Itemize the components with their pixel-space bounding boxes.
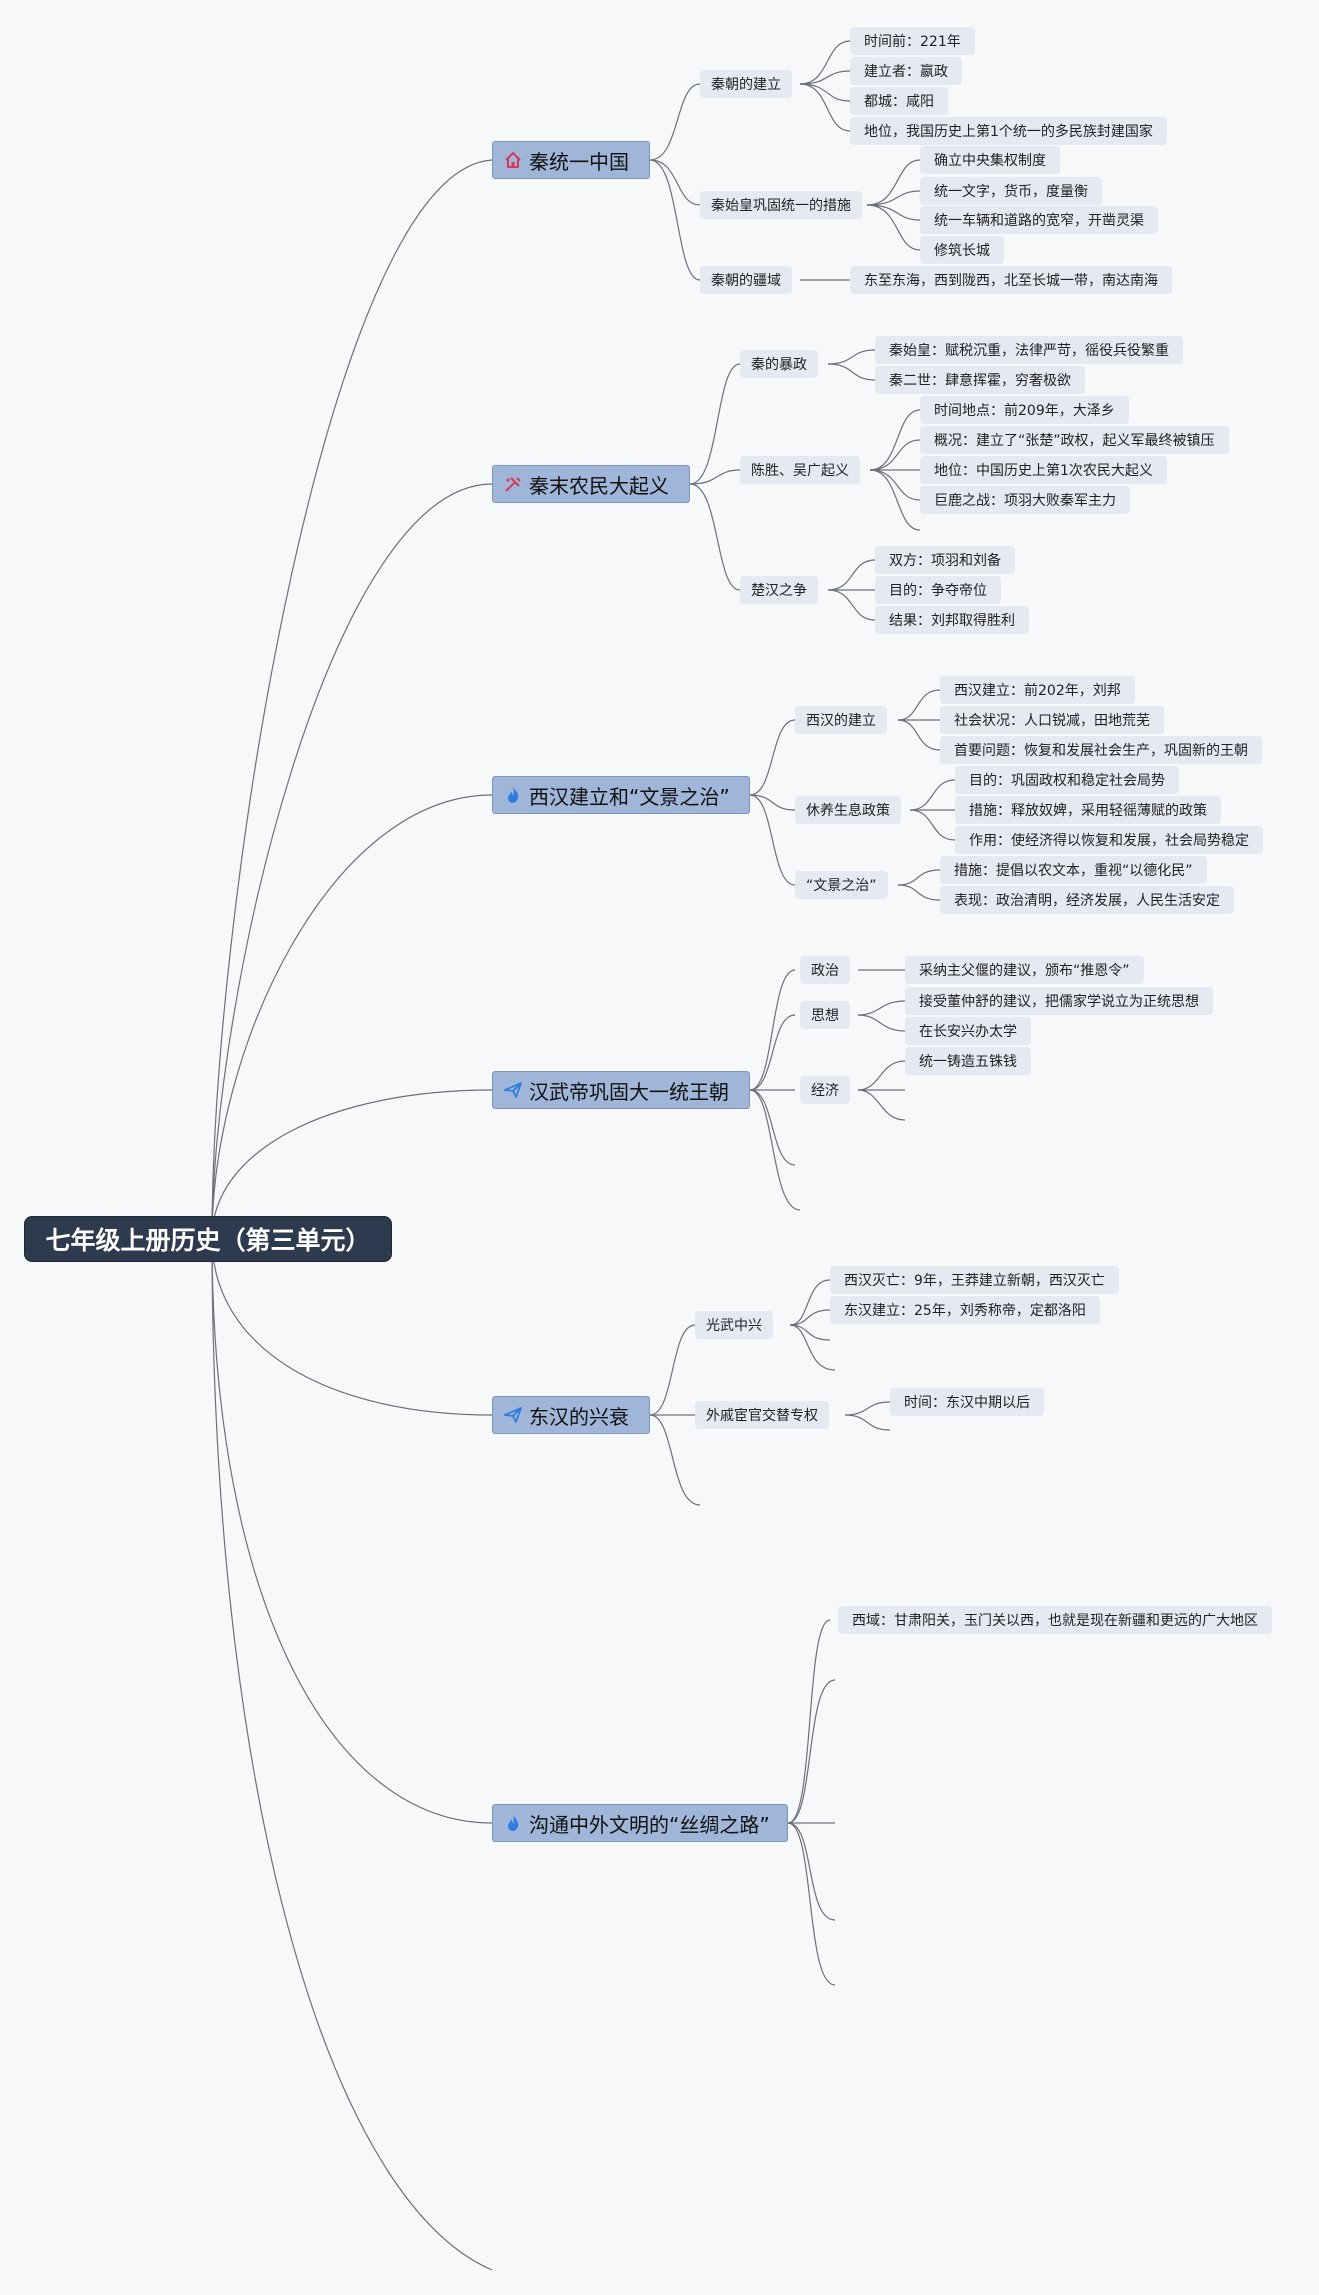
topic-label: 西汉建立和“文景之治”	[529, 784, 730, 809]
leaf-node[interactable]: 西域：甘肃阳关，玉门关以西，也就是现在新疆和更远的广大地区	[838, 1606, 1272, 1634]
leaf-node[interactable]: 作用：使经济得以恢复和发展，社会局势稳定	[955, 826, 1263, 854]
topic-label: 秦末农民大起义	[529, 473, 669, 498]
root-link	[211, 483, 493, 1239]
leaf-node[interactable]: 统一铸造五铢钱	[905, 1047, 1031, 1075]
leaf-node[interactable]: 在长安兴办太学	[905, 1017, 1031, 1045]
root-link	[211, 159, 493, 1239]
subtopic[interactable]: 秦始皇巩固统一的措施	[700, 191, 862, 219]
root-link	[211, 1237, 493, 1416]
leaf-node[interactable]: 时间：东汉中期以后	[890, 1388, 1044, 1416]
leaf-node[interactable]: 统一车辆和道路的宽窄，开凿灵渠	[920, 206, 1158, 234]
leaf-node[interactable]: 西汉建立：前202年，刘邦	[940, 676, 1135, 704]
leaf-node[interactable]: 地位，我国历史上第1个统一的多民族封建国家	[850, 117, 1167, 145]
flame-icon	[503, 1813, 523, 1833]
topic-label: 东汉的兴衰	[529, 1404, 629, 1429]
subtopic[interactable]: 外戚宦官交替专权	[695, 1401, 829, 1429]
subtopic[interactable]: 秦朝的疆域	[700, 266, 792, 294]
topic-western-han[interactable]: 西汉建立和“文景之治”	[492, 776, 750, 814]
leaf-node[interactable]: 东至东海，西到陇西，北至长城一带，南达南海	[850, 266, 1172, 294]
leaf-node[interactable]: 目的：巩固政权和稳定社会局势	[955, 766, 1179, 794]
topic-qin-unification[interactable]: 秦统一中国	[492, 141, 650, 179]
tools-icon	[503, 474, 523, 494]
leaf-node[interactable]: 接受董仲舒的建议，把儒家学说立为正统思想	[905, 987, 1213, 1015]
topic-label: 秦统一中国	[529, 149, 629, 174]
leaf-node[interactable]: 时间前：221年	[850, 27, 975, 55]
paper-plane-icon	[503, 1405, 523, 1425]
root-link	[211, 794, 493, 1239]
leaf-node[interactable]: 首要问题：恢复和发展社会生产，巩固新的王朝	[940, 736, 1262, 764]
subtopic[interactable]: 秦的暴政	[740, 350, 818, 378]
root-link	[211, 1089, 493, 1239]
leaf-node[interactable]: 结果：刘邦取得胜利	[875, 606, 1029, 634]
leaf-node[interactable]: 修筑长城	[920, 236, 1004, 264]
topic-silk-road[interactable]: 沟通中外文明的“丝绸之路”	[492, 1804, 788, 1842]
leaf-node[interactable]: 巨鹿之战：项羽大败秦军主力	[920, 486, 1130, 514]
topic-eastern-han[interactable]: 东汉的兴衰	[492, 1396, 650, 1434]
leaf-node[interactable]: 措施：提倡以农文本，重视“以德化民”	[940, 856, 1207, 884]
subtopic[interactable]: 楚汉之争	[740, 576, 818, 604]
leaf-node[interactable]: 秦始皇：赋税沉重，法律严苛，徭役兵役繁重	[875, 336, 1183, 364]
root-link	[211, 1237, 493, 2271]
topic-late-qin-uprising[interactable]: 秦末农民大起义	[492, 465, 690, 503]
paper-plane-icon	[503, 1080, 523, 1100]
leaf-node[interactable]: 地位：中国历史上第1次农民大起义	[920, 456, 1167, 484]
subtopic[interactable]: 政治	[800, 956, 850, 984]
subtopic[interactable]: 休养生息政策	[795, 796, 901, 824]
subtopic[interactable]: 经济	[800, 1076, 850, 1104]
leaf-node[interactable]: 都城：咸阳	[850, 87, 948, 115]
topic-label: 沟通中外文明的“丝绸之路”	[529, 1812, 770, 1837]
leaf-node[interactable]: 社会状况：人口锐减，田地荒芜	[940, 706, 1164, 734]
leaf-node[interactable]: 西汉灭亡：9年，王莽建立新朝，西汉灭亡	[830, 1266, 1119, 1294]
subtopic[interactable]: 光武中兴	[695, 1311, 773, 1339]
leaf-node[interactable]: 确立中央集权制度	[920, 146, 1060, 174]
topic-label: 汉武帝巩固大一统王朝	[529, 1079, 729, 1104]
subtopic[interactable]: “文景之治”	[795, 871, 888, 899]
leaf-node[interactable]: 秦二世：肆意挥霍，穷奢极欲	[875, 366, 1085, 394]
subtopic[interactable]: 西汉的建立	[795, 706, 887, 734]
leaf-node[interactable]: 双方：项羽和刘备	[875, 546, 1015, 574]
subtopic[interactable]: 思想	[800, 1001, 850, 1029]
leaf-node[interactable]: 表现：政治清明，经济发展，人民生活安定	[940, 886, 1234, 914]
leaf-node[interactable]: 时间地点：前209年，大泽乡	[920, 396, 1129, 424]
leaf-node[interactable]: 东汉建立：25年，刘秀称帝，定都洛阳	[830, 1296, 1100, 1324]
leaf-node[interactable]: 措施：释放奴婢，采用轻徭薄赋的政策	[955, 796, 1221, 824]
flame-icon	[503, 785, 523, 805]
leaf-node[interactable]: 目的：争夺帝位	[875, 576, 1001, 604]
topic-emperor-wu[interactable]: 汉武帝巩固大一统王朝	[492, 1071, 750, 1109]
root-link	[211, 1237, 493, 1824]
leaf-node[interactable]: 统一文字，货币，度量衡	[920, 177, 1102, 205]
leaf-node[interactable]: 建立者：嬴政	[850, 57, 962, 85]
subtopic[interactable]: 秦朝的建立	[700, 70, 792, 98]
leaf-node[interactable]: 采纳主父偃的建议，颁布“推恩令”	[905, 956, 1144, 984]
home-icon	[503, 150, 523, 170]
subtopic[interactable]: 陈胜、吴广起义	[740, 456, 860, 484]
root-topic[interactable]: 七年级上册历史（第三单元）	[24, 1216, 392, 1262]
leaf-node[interactable]: 概况：建立了“张楚”政权，起义军最终被镇压	[920, 426, 1229, 454]
